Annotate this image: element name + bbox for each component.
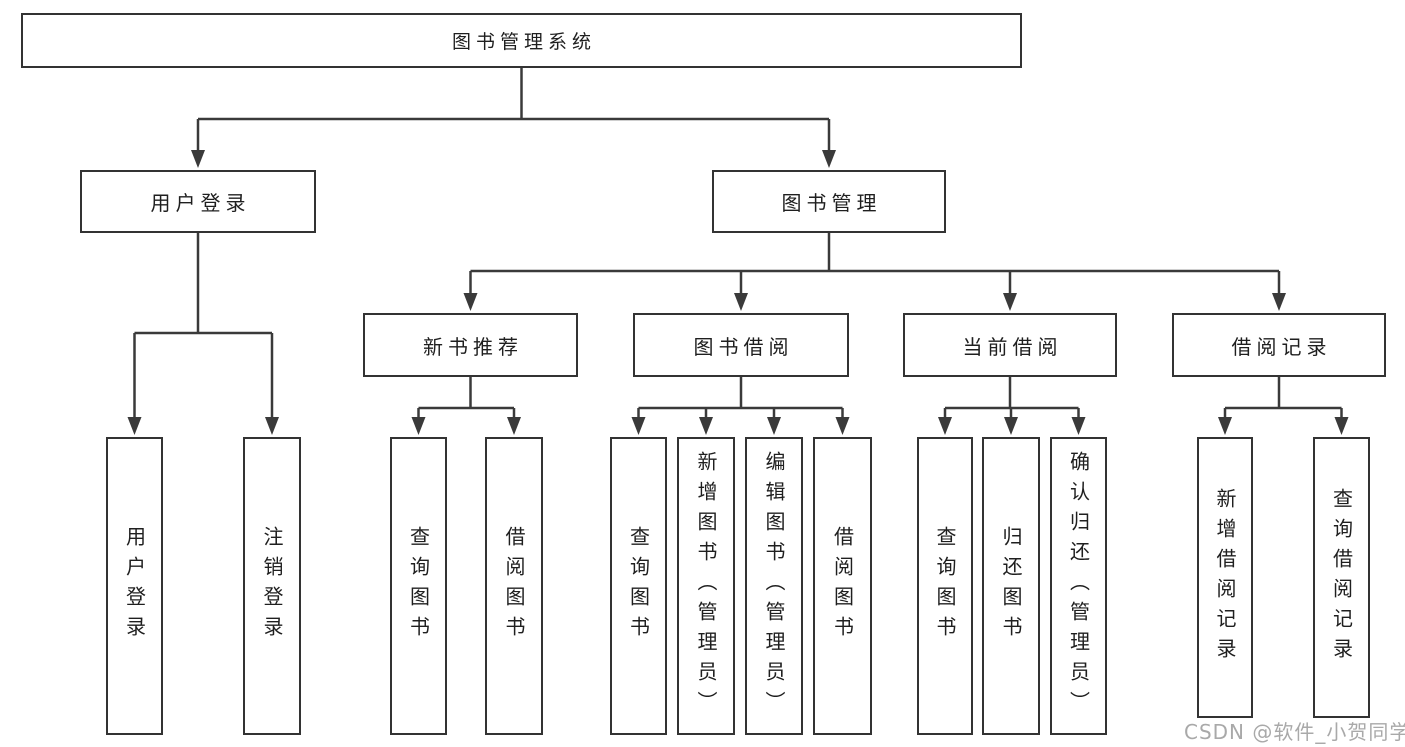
watermark: CSDN @软件_小贺同学 bbox=[1184, 720, 1405, 744]
node-label: 新增图书（管理员） bbox=[694, 451, 718, 721]
node-nbr-borrow-books: 借阅图书 bbox=[485, 437, 543, 735]
node-current-borrow: 当前借阅 bbox=[903, 313, 1117, 377]
node-leaf-logout: 注销登录 bbox=[243, 437, 301, 735]
node-label: 归还图书 bbox=[999, 526, 1023, 646]
node-label: 编辑图书（管理员） bbox=[762, 451, 786, 721]
node-leaf-user-login: 用户登录 bbox=[106, 437, 163, 735]
node-bb-edit-books: 编辑图书（管理员） bbox=[745, 437, 803, 735]
node-user-login: 用户登录 bbox=[80, 170, 316, 233]
node-new-book-rec: 新书推荐 bbox=[363, 313, 578, 377]
node-label: 图书管理系统 bbox=[451, 31, 596, 53]
node-label: 用户登录 bbox=[122, 526, 147, 646]
node-nbr-query-books: 查询图书 bbox=[390, 437, 447, 735]
node-label: 查询图书 bbox=[406, 526, 431, 646]
node-label: 借阅图书 bbox=[830, 526, 855, 646]
node-book-mgmt: 图书管理 bbox=[712, 170, 946, 233]
node-bb-query-books: 查询图书 bbox=[610, 437, 667, 735]
node-cb-return-books: 归还图书 bbox=[982, 437, 1040, 735]
node-label: 当前借阅 bbox=[962, 334, 1063, 359]
node-borrow-records: 借阅记录 bbox=[1172, 313, 1386, 377]
node-book-borrow: 图书借阅 bbox=[633, 313, 849, 377]
node-label: 新增借阅记录 bbox=[1213, 487, 1237, 668]
node-label: 查询借阅记录 bbox=[1329, 487, 1354, 668]
node-bb-borrow-books: 借阅图书 bbox=[813, 437, 872, 735]
node-br-query-record: 查询借阅记录 bbox=[1313, 437, 1370, 718]
node-label: 图书借阅 bbox=[693, 334, 794, 359]
node-label: 查询图书 bbox=[933, 526, 957, 646]
node-label: 用户登录 bbox=[150, 191, 251, 215]
node-cb-confirm-return: 确认归还（管理员） bbox=[1050, 437, 1107, 735]
node-root: 图书管理系统 bbox=[21, 13, 1022, 68]
node-br-add-record: 新增借阅记录 bbox=[1197, 437, 1253, 718]
node-label: 借阅记录 bbox=[1231, 334, 1332, 359]
node-bb-add-books: 新增图书（管理员） bbox=[677, 437, 735, 735]
node-label: 确认归还（管理员） bbox=[1066, 451, 1091, 721]
node-label: 借阅图书 bbox=[502, 526, 526, 646]
node-label: 图书管理 bbox=[781, 191, 882, 215]
node-label: 注销登录 bbox=[260, 526, 284, 646]
node-label: 查询图书 bbox=[626, 526, 651, 646]
node-cb-query-books: 查询图书 bbox=[917, 437, 973, 735]
node-label: 新书推荐 bbox=[423, 334, 523, 359]
